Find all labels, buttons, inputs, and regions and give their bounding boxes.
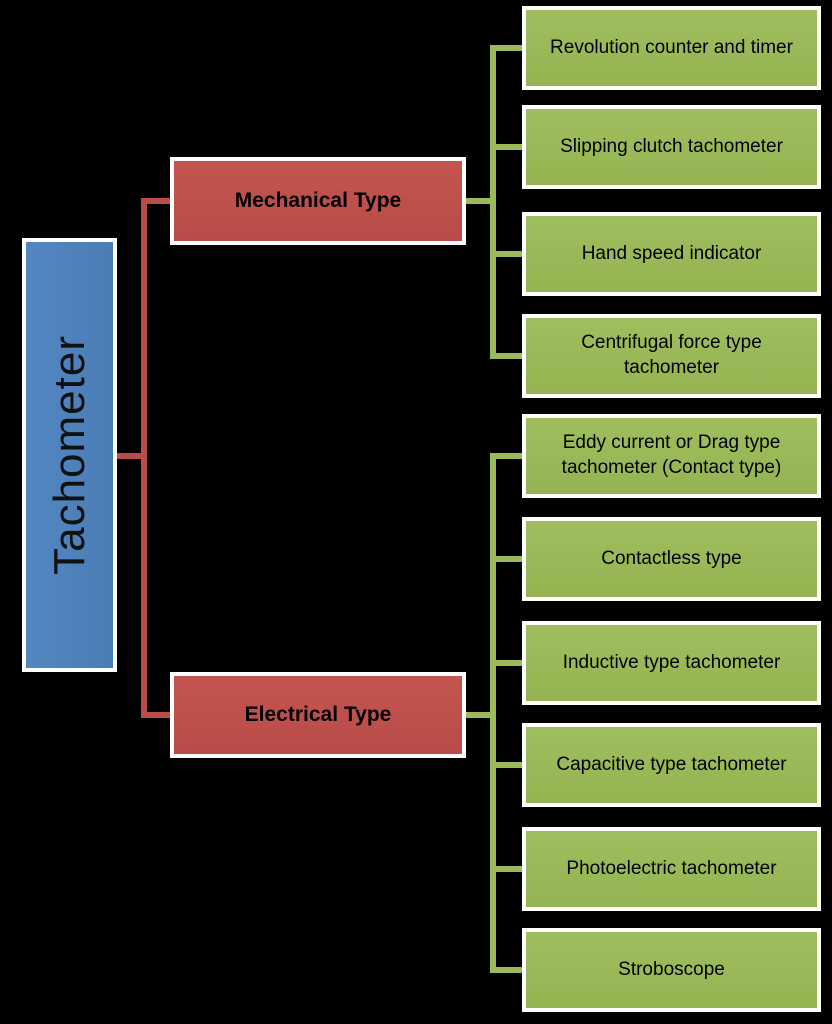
connector-leaf-stub [495, 251, 523, 257]
leaf-node-eddy-current-or-drag-type-tachometer: Eddy current or Drag type tachometer (Co… [522, 414, 821, 498]
leaf-node-label: Contactless type [601, 547, 742, 569]
leaf-node-label: Capacitive type tachometer [556, 753, 787, 775]
connector-electrical-out [465, 712, 491, 718]
leaf-node-photoelectric-tachometer: Photoelectric tachometer [522, 827, 821, 911]
leaf-node-revolution-counter-and-timer: Revolution counter and timer [522, 6, 821, 90]
leaf-node-stroboscope: Stroboscope [522, 928, 821, 1012]
connector-root-vertical [141, 198, 147, 718]
connector-leaf-stub [495, 353, 523, 359]
leaf-node-label: Inductive type tachometer [562, 651, 781, 673]
leaf-node-centrifugal-force-type-tachometer: Centrifugal force type tachometer [522, 314, 821, 398]
branch-node-label: Mechanical Type [234, 189, 402, 212]
leaf-node-label: Revolution counter and timer [550, 36, 793, 58]
connector-mechanical-stub [146, 198, 172, 204]
leaf-node-hand-speed-indicator: Hand speed indicator [522, 212, 821, 296]
leaf-node-label: Centrifugal force type tachometer [581, 332, 762, 378]
leaf-node-label: Slipping clutch tachometer [560, 135, 783, 157]
root-node-label: Tachometer [44, 335, 94, 575]
leaf-node-inductive-type-tachometer: Inductive type tachometer [522, 621, 821, 705]
leaf-node-slipping-clutch-tachometer: Slipping clutch tachometer [522, 105, 821, 189]
connector-leaf-stub [495, 660, 523, 666]
connector-leaf-stub [495, 144, 523, 150]
connector-mechanical-out [465, 198, 491, 204]
connector-electrical-stub [146, 712, 172, 718]
connector-leaf-stub [495, 556, 523, 562]
leaf-node-label: Photoelectric tachometer [566, 857, 777, 879]
branch-node-electrical-type: Electrical Type [170, 672, 466, 758]
connector-leaf-stub [495, 45, 523, 51]
connector-mechanical-vertical [490, 45, 496, 359]
connector-leaf-stub [495, 762, 523, 768]
leaf-node-label: Hand speed indicator [581, 242, 762, 264]
connector-root-stub [116, 453, 142, 459]
leaf-node-label: Stroboscope [618, 958, 725, 980]
connector-electrical-vertical [490, 453, 496, 973]
connector-leaf-stub [495, 967, 523, 973]
connector-leaf-stub [495, 453, 523, 459]
leaf-node-capacitive-type-tachometer: Capacitive type tachometer [522, 723, 821, 807]
leaf-node-label: Eddy current or Drag type tachometer (Co… [561, 432, 782, 478]
branch-node-mechanical-type: Mechanical Type [170, 157, 466, 245]
root-node-tachometer: Tachometer [22, 238, 117, 672]
branch-node-label: Electrical Type [244, 703, 392, 726]
leaf-node-contactless-type: Contactless type [522, 517, 821, 601]
connector-leaf-stub [495, 866, 523, 872]
